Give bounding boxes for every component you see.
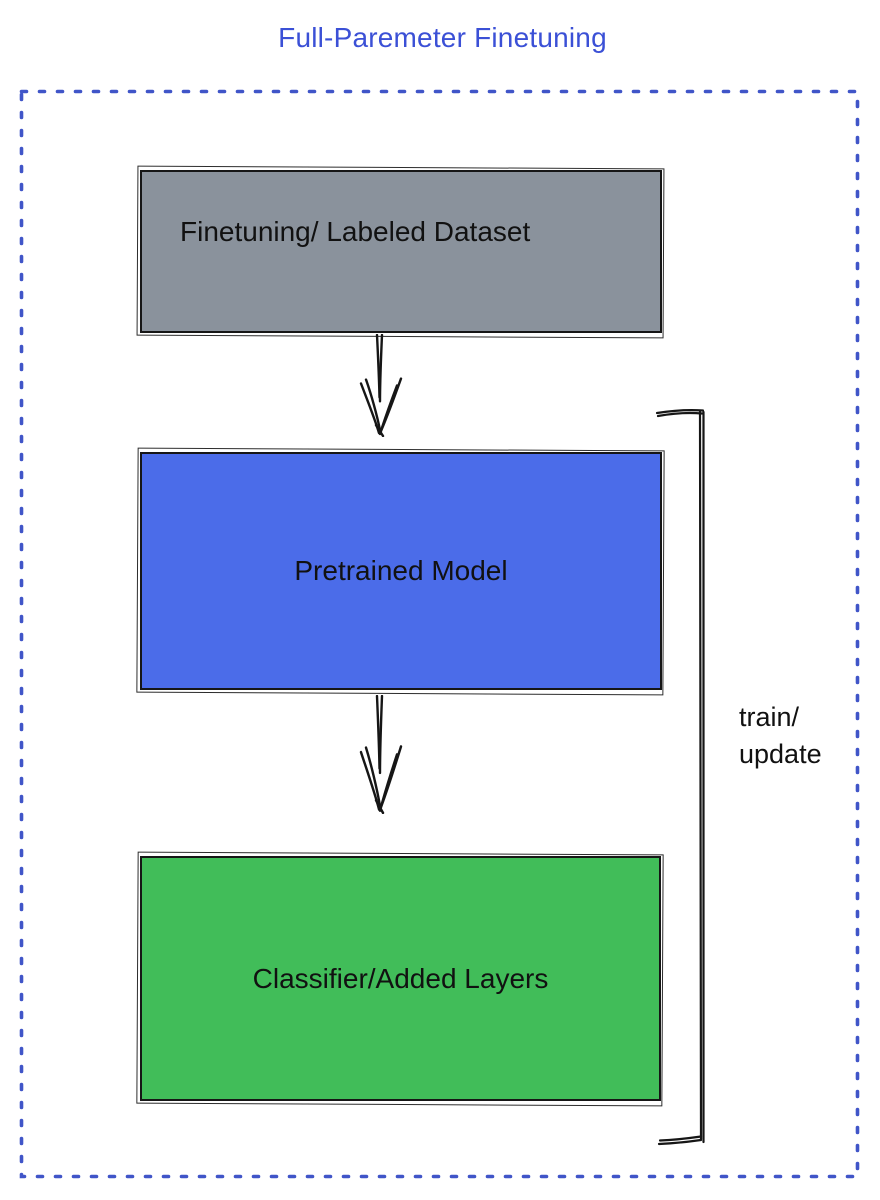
arrow-dataset-to-pretrained-icon <box>359 334 403 437</box>
box-label-finetuning-labeled-dataset: Finetuning/ Labeled Dataset <box>180 216 531 247</box>
train-update-label-line2: update <box>739 739 822 769</box>
train-update-label-line1: train/ <box>739 702 800 732</box>
box-finetuning-labeled-dataset: Finetuning/ Labeled Dataset <box>140 170 662 333</box>
box-classifier-added-layers: Classifier/Added Layers <box>140 856 661 1101</box>
arrow-pretrained-to-classifier-icon <box>359 695 403 814</box>
box-pretrained-model: Pretrained Model <box>140 452 662 690</box>
train-update-label: train/ update <box>739 699 822 773</box>
box-label-pretrained-model: Pretrained Model <box>294 555 508 586</box>
diagram-title: Full-Paremeter Finetuning <box>278 22 607 53</box>
box-label-classifier-added-layers: Classifier/Added Layers <box>252 962 549 994</box>
